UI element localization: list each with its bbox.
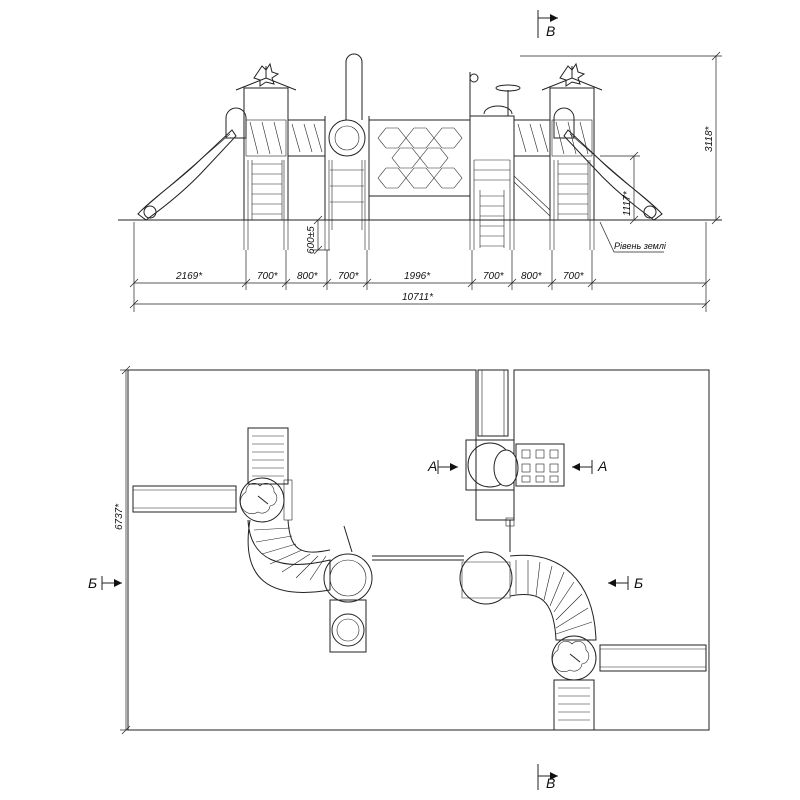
plan-view: [127, 369, 710, 731]
section-marker-be-right: Б: [608, 575, 643, 591]
dim-1996: 1996*: [404, 271, 431, 282]
section-label-be-left: Б: [88, 575, 97, 591]
dim-plan-height: 6737*: [114, 503, 125, 530]
elevation-dimensions: 2169* 700* 800* 700* 1996* 700* 800* 700…: [129, 51, 722, 312]
section-marker-b-top: B: [537, 10, 558, 39]
dim-700-b: 700*: [338, 271, 360, 282]
dim-700-a: 700*: [257, 271, 279, 282]
dim-height: 3118*: [704, 125, 715, 152]
dim-800-a: 800*: [297, 271, 319, 282]
dim-700-d: 700*: [563, 271, 585, 282]
section-label-a-right: A: [597, 458, 607, 474]
section-marker-a-right: A: [572, 458, 607, 474]
dim-depth: 600±5: [306, 226, 317, 254]
elevation-view: [118, 53, 722, 250]
section-label-b-bottom: B: [546, 775, 555, 791]
section-label-b-top: B: [546, 23, 555, 39]
dim-800-b: 800*: [521, 271, 543, 282]
dim-total: 10711*: [402, 292, 434, 303]
dim-700-c: 700*: [483, 271, 505, 282]
section-marker-a-left: A: [427, 458, 458, 474]
plan-dimensions: 6737*: [114, 365, 136, 735]
site-boundary: [127, 369, 710, 731]
section-label-be-right: Б: [634, 575, 643, 591]
section-marker-be-left: Б: [88, 575, 122, 591]
dim-2169: 2169*: [175, 271, 203, 282]
section-label-a-left: A: [427, 458, 437, 474]
ground-level-label: Рівень землі: [614, 241, 667, 251]
dim-platform: 1117*: [622, 190, 633, 216]
section-marker-b-bottom: B: [537, 764, 558, 791]
